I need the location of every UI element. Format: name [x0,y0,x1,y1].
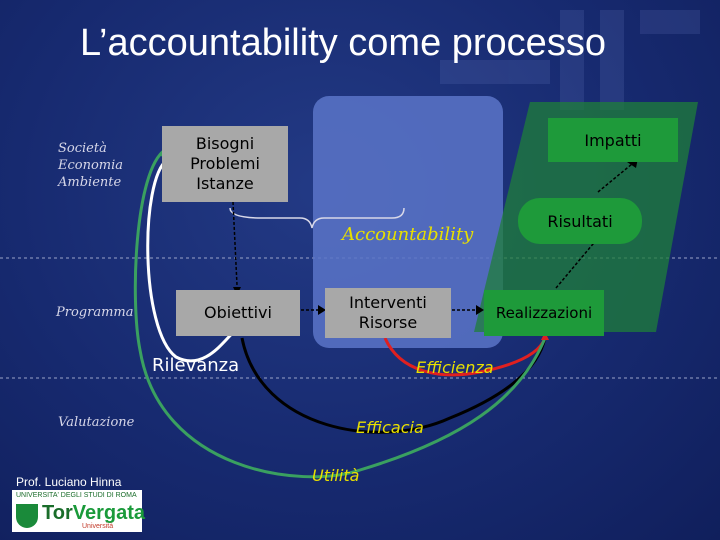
realizzazioni-label: Realizzazioni [495,304,593,322]
valutazione-label: Valutazione [58,415,135,430]
slide-title: L’accountability come processo [80,22,606,64]
brace-shape [229,207,405,229]
logo-sub: Università [82,523,114,530]
risultati-box: Risultati [518,198,642,244]
risultati-label: Risultati [547,211,613,231]
interventi-line1: Interventi [349,293,427,312]
flow-arrows [232,163,633,311]
rilevanza-label: Rilevanza [152,355,240,376]
efficienza-arc [383,337,547,377]
accountability-label: Accountability [342,224,474,245]
obiettivi-label: Obiettivi [204,303,272,322]
logo-university-text: UNIVERSITA' DEGLI STUDI DI ROMA [16,492,137,499]
bisogni-line2: Problemi [190,154,260,173]
efficacia-label: Efficacia [356,418,424,437]
impatti-box: Impatti [548,118,678,162]
logo-name-vergata: Vergata [72,502,145,524]
utilita-arc [133,148,547,479]
watermark-icon [440,10,700,110]
logo-name: TorVergata [42,502,145,525]
rilevanza-arc [146,158,240,363]
obiettivi-box: Obiettivi [176,290,300,336]
logo-name-tor: Tor [42,502,73,524]
bisogni-line1: Bisogni [195,134,255,153]
interventi-box: Interventi Risorse [325,288,451,338]
programma-label: Programma [56,305,134,320]
arc-end-marker [541,332,549,340]
context-label-economia: Economia [58,158,124,173]
context-label-ambiente: Ambiente [58,175,122,190]
bisogni-box: Bisogni Problemi Istanze [162,126,288,202]
interventi-line2: Risorse [358,313,418,332]
utilita-label: Utilità [312,466,360,485]
impatti-label: Impatti [584,130,642,150]
logo-shield-icon [16,504,38,528]
bisogni-line3: Istanze [196,174,254,193]
context-label: Società Economia Ambiente [58,140,148,191]
author-label: Prof. Luciano Hinna [16,475,122,489]
accountability-panel [313,96,503,348]
efficienza-label: Efficienza [416,358,494,377]
university-logo: UNIVERSITA' DEGLI STUDI DI ROMA TorVerga… [12,490,145,532]
realizzazioni-box: Realizzazioni [484,290,604,336]
context-label-societa: Società [58,141,107,156]
